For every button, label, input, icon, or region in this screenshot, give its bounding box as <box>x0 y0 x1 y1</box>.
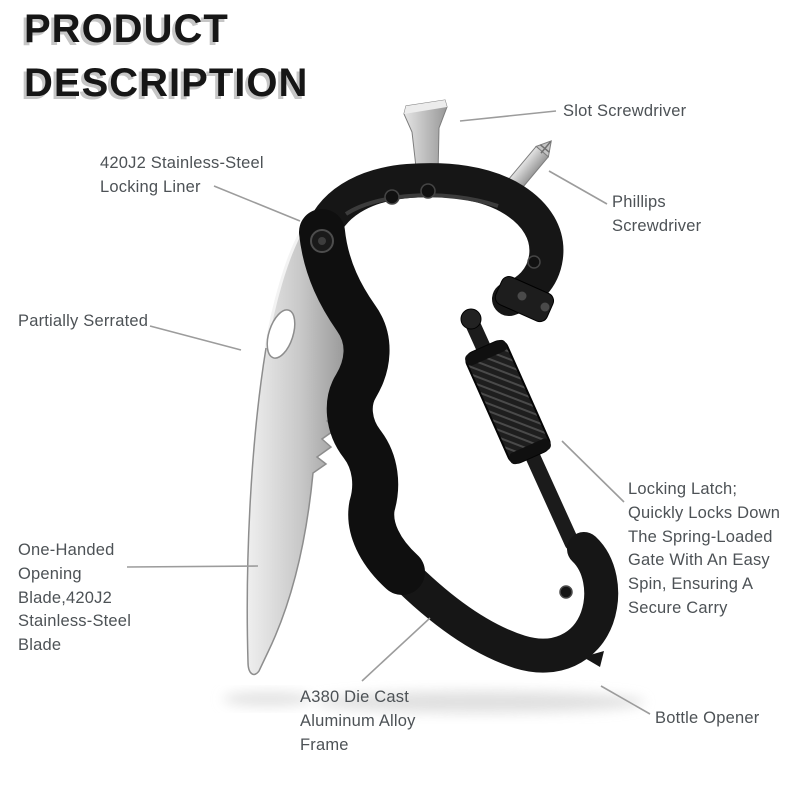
page-title: PRODUCT DESCRIPTION <box>24 2 308 110</box>
gate-knurled-sleeve <box>465 339 551 465</box>
leader-locking-latch <box>561 440 625 503</box>
leader-phillips <box>548 170 608 205</box>
blade-thumb-hole <box>266 309 296 359</box>
leader-frame <box>361 617 431 682</box>
leader-lines <box>126 110 651 715</box>
label-bottle-opener: Bottle Opener <box>655 709 760 727</box>
leader-one-handed-blade <box>126 565 259 568</box>
leader-locking-liner <box>213 185 301 222</box>
gate-hinge-knob <box>460 308 482 330</box>
slot-screwdriver-bit <box>403 99 448 177</box>
label-phillips-screwdriver: Phillips Screwdriver <box>612 193 702 235</box>
carabiner-frame <box>299 163 619 673</box>
label-frame: A380 Die Cast Aluminum Alloy Frame <box>300 688 416 754</box>
label-one-handed-blade: One-Handed Opening Blade,420J2 Stainless… <box>18 541 132 654</box>
label-partially-serrated: Partially Serrated <box>18 312 149 330</box>
page-title-line2: DESCRIPTION <box>24 61 309 105</box>
label-locking-latch: Locking Latch; Quickly Locks Down The Sp… <box>628 480 781 617</box>
bottle-opener-notch <box>583 651 607 677</box>
leader-partially-serrated <box>149 325 242 351</box>
ground-shadow <box>315 691 645 713</box>
page-title-line1: PRODUCT <box>24 7 229 51</box>
leader-slot-screwdriver <box>459 110 557 122</box>
label-locking-liner: 420J2 Stainless-Steel Locking Liner <box>100 154 264 196</box>
frame-screws <box>310 183 573 599</box>
knife-blade <box>246 223 353 676</box>
blade-tip-shadow <box>223 692 313 706</box>
leader-bottle-opener <box>600 685 651 715</box>
label-slot-screwdriver: Slot Screwdriver <box>563 102 687 120</box>
